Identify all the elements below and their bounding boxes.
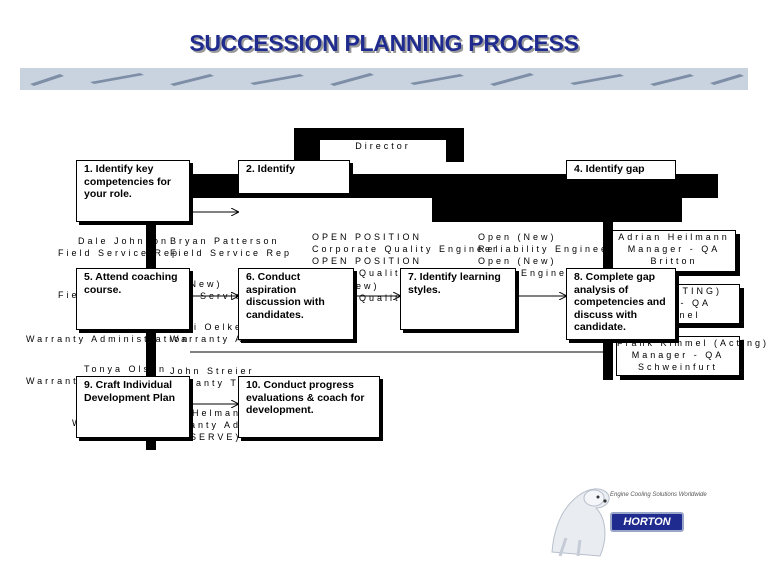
org-right-1: Open (New)	[478, 232, 557, 242]
org-far-right-name-3: Frank Kimmel (Acting)	[617, 338, 768, 348]
org-director: Director	[355, 141, 411, 151]
page-title: SUCCESSION PLANNING PROCESS	[189, 30, 579, 56]
org-far-right-loc-2: nel	[679, 310, 701, 320]
org-center-5: ew)	[356, 281, 380, 291]
org-connector-bar-2	[432, 190, 682, 222]
org-mid-title-6: SERVE)	[190, 432, 242, 442]
org-far-right-loc-1: Britton	[650, 256, 698, 266]
org-mid-name-5: Helman	[192, 408, 242, 418]
logo-brand: HORTON	[610, 512, 684, 532]
org-left-title-1: Field Service Rep	[58, 248, 181, 258]
org-mid-name-4: John Streier	[170, 366, 255, 376]
org-center-3: OPEN POSITION	[312, 256, 423, 266]
org-center-2: Corporate Quality Engineer	[312, 244, 500, 254]
org-right-3: Open (New)	[478, 256, 557, 266]
org-right-2: Reliability Engineer	[478, 244, 616, 254]
org-far-right-name-2: (ACTING)	[658, 286, 722, 296]
decorative-banner	[20, 68, 748, 90]
org-mid-title-4: ranty Tec	[190, 378, 254, 388]
org-far-right-title-3: Manager - QA	[631, 350, 725, 360]
org-box-frank: Frank Kimmel (Acting) Manager - QA Schwe…	[616, 336, 768, 376]
org-center-6: te Qualit	[340, 293, 401, 303]
org-mid-name-1: Bryan Patterson	[170, 236, 280, 246]
step-2: 2. Identify	[238, 160, 350, 194]
step-7: 7. Identify learning styles.	[400, 268, 516, 330]
step-8: 8. Complete gap analysis of competencies…	[566, 268, 676, 340]
org-left-title-2: Field	[58, 290, 93, 300]
org-right-4: y Engine	[508, 268, 568, 278]
horton-logo: Engine Cooling Solutions Worldwide HORTO…	[548, 478, 738, 558]
org-director-box: Director	[320, 140, 446, 166]
step-5: 5. Attend coaching course.	[76, 268, 190, 330]
step-6: 6. Conduct aspiration discussion with ca…	[238, 268, 354, 340]
step-4: 4. Identify gap	[566, 160, 676, 180]
step-10: 10. Conduct progress evaluations & coach…	[238, 376, 380, 438]
org-center-4: te Quality	[340, 268, 409, 278]
polar-bear-icon	[551, 488, 610, 557]
org-far-right-title-1: Manager - QA	[627, 244, 721, 254]
org-far-right-loc-3: Schweinfurt	[637, 362, 719, 372]
org-mid-name-3: ri Oelkers	[188, 322, 257, 332]
org-far-right-name-1: Adrian Heilmann	[618, 232, 730, 242]
org-mid-title-5: ranty Adm	[184, 420, 252, 430]
org-left-name-1: Dale Johnson	[78, 236, 170, 246]
org-left-name-2: Tonya Olson	[84, 364, 168, 374]
org-mid-title-1: Field Service Rep	[170, 248, 293, 258]
org-center-1: OPEN POSITION	[312, 232, 423, 242]
step-9: 9. Craft Individual Development Plan	[76, 376, 190, 438]
step-1: 1. Identify key competencies for your ro…	[76, 160, 190, 222]
org-left-title-3: Warranty Administration	[26, 334, 191, 344]
org-left-title-4: Warranty	[26, 376, 87, 386]
org-mid-name-2: n (New)	[170, 279, 223, 289]
org-far-right-title-2: r - QA	[669, 298, 711, 308]
logo-tagline: Engine Cooling Solutions Worldwide	[610, 492, 707, 498]
